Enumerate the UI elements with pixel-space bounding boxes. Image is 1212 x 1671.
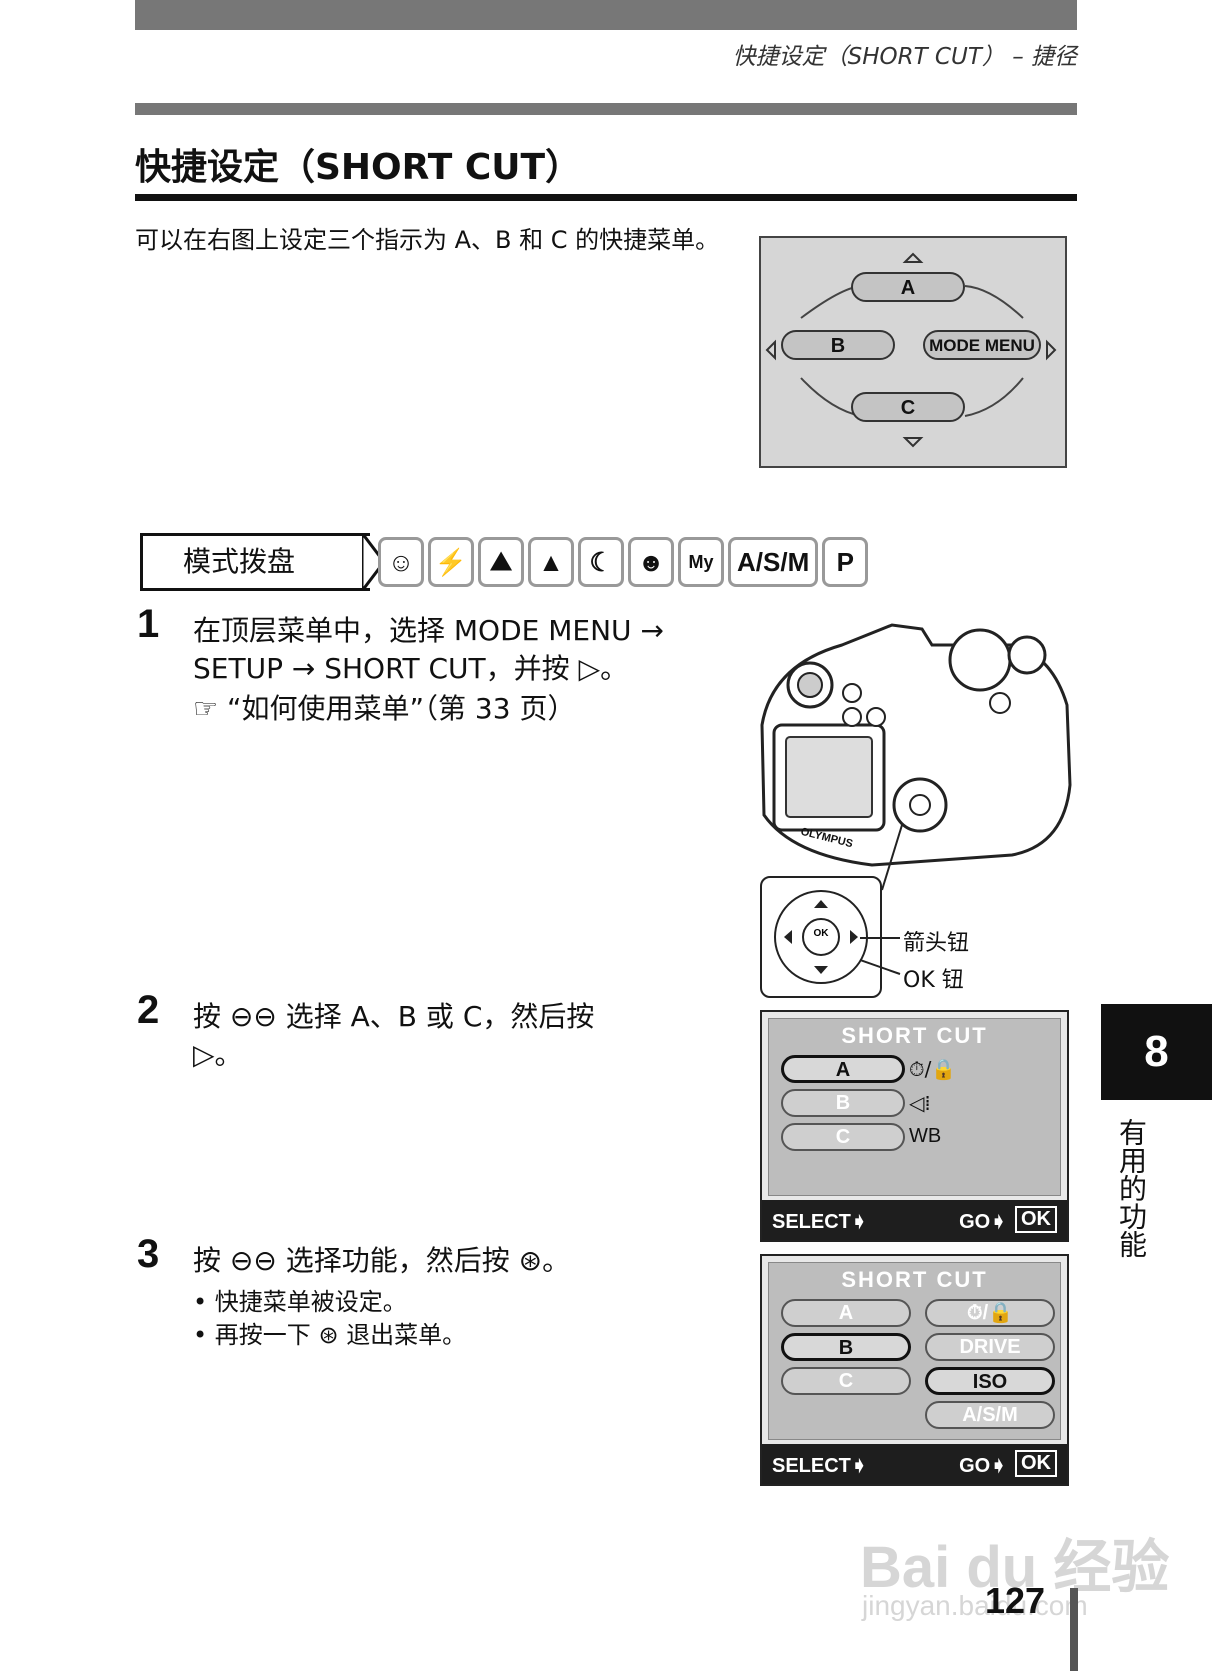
shortcut-layout-figure: A B MODE MENU C — [759, 236, 1067, 468]
step-3-bullet-1: • 快捷菜单被设定。 — [193, 1288, 407, 1316]
step-1-ref: ☞ “如何使用菜单”（第 33 页） — [193, 690, 575, 728]
step-2-text-a: 按 — [193, 1000, 222, 1033]
step-1-ref-text: “如何使用菜单”（第 33 页） — [227, 692, 576, 725]
shortcut-a: A — [851, 272, 965, 302]
intro-text: 可以在右图上设定三个指示为 A、B 和 C 的快捷菜单。 — [135, 226, 720, 254]
step-2-text-c: 。 — [214, 1038, 243, 1071]
sports-icon: ⚡ — [428, 537, 474, 587]
up-down-buttons-icon: ⊖⊖ — [229, 1244, 277, 1277]
step-3-text: 按 ⊖⊖ 选择功能，然后按 ⊛。 — [193, 1242, 570, 1280]
lcd-2-go: GO➧ — [959, 1455, 1007, 1477]
running-header: 快捷设定（SHORT CUT） – 捷径 — [732, 44, 1077, 70]
landscape-portrait-icon: ⛰ — [478, 537, 524, 587]
section-bar — [135, 103, 1077, 115]
lcd-screen-2: SHORT CUT A B C ⏱/🔒 DRIVE ISO A/S/M SELE… — [760, 1254, 1069, 1486]
step-3-bullet-1-text: 快捷菜单被设定。 — [214, 1288, 407, 1316]
chapter-label: 有用的功能 — [1115, 1118, 1148, 1258]
mode-dial-arrow — [362, 533, 386, 591]
step-3-bullet-2-text-a: 再按一下 — [214, 1321, 311, 1349]
lcd-1-value-c: WB — [909, 1125, 942, 1147]
ok-button-label: OK 钮 — [903, 968, 964, 993]
step-3-bullet-2-text-b: 退出菜单。 — [346, 1321, 467, 1349]
lcd-1-value-a: ⏱/🔒 — [909, 1057, 957, 1081]
lcd-2-select: SELECT➧ — [772, 1455, 868, 1477]
step-2-text-b: 选择 A、B 或 C，然后按 — [285, 1000, 595, 1033]
lcd-2-footer: SELECT➧ GO➧ OK — [762, 1444, 1067, 1484]
title-rule — [135, 194, 1077, 201]
lcd-1-body: SHORT CUT A B C ⏱/🔒 ◁⁞ WB — [768, 1018, 1061, 1196]
step-3-bullet-2: • 再按一下 ⊛ 退出菜单。 — [193, 1321, 467, 1349]
watermark-logo: Bai du 经验 — [860, 1535, 1170, 1600]
arrow-pad-icon: OK — [774, 890, 868, 984]
camera-illustration — [760, 623, 1072, 891]
night-scene-icon: ☾ — [578, 537, 624, 587]
lcd-2-option-4[interactable]: A/S/M — [925, 1401, 1055, 1429]
self-portrait-icon: ☻ — [628, 537, 674, 587]
lcd-2-row-b[interactable]: B — [781, 1333, 911, 1361]
page-title: 快捷设定（SHORT CUT） — [135, 147, 582, 188]
shortcut-c: C — [851, 392, 965, 422]
shortcut-b: B — [781, 330, 895, 360]
my-mode-icon: My — [678, 537, 724, 587]
step-3-text-a: 按 — [193, 1244, 222, 1277]
up-down-buttons-icon: ⊖⊖ — [229, 1000, 277, 1033]
step-1-line1: 在顶层菜单中，选择 MODE MENU → — [193, 614, 664, 647]
reference-icon: ☞ — [193, 692, 228, 725]
step-1-line2: SETUP → SHORT CUT，并按 ▷。 — [193, 650, 628, 688]
lcd-2-option-1[interactable]: ⏱/🔒 — [925, 1299, 1055, 1327]
lcd-2-row-c[interactable]: C — [781, 1367, 911, 1395]
lcd-1-row-a[interactable]: A — [781, 1055, 905, 1083]
lcd-1-row-b[interactable]: B — [781, 1089, 905, 1117]
step-3-text-b: 选择功能，然后按 — [285, 1244, 510, 1277]
ok-button-icon: ⊛ — [318, 1321, 339, 1349]
mode-dial-label: 模式拨盘 — [140, 533, 370, 591]
page-number: 127 — [985, 1580, 1046, 1621]
lcd-2-row-a[interactable]: A — [781, 1299, 911, 1327]
right-arrow-button-icon: ▷ — [578, 652, 601, 685]
step-2-text: 按 ⊖⊖ 选择 A、B 或 C，然后按 ▷。 — [193, 998, 713, 1074]
lcd-2-option-2[interactable]: DRIVE — [925, 1333, 1055, 1361]
landscape-icon: ▲ — [528, 537, 574, 587]
lcd-2-ok: OK — [1015, 1450, 1057, 1477]
lcd-1-row-c[interactable]: C — [781, 1123, 905, 1151]
arrow-button-label: 箭头钮 — [903, 931, 970, 956]
callout-lines — [860, 937, 901, 975]
step-1-line2-end: 。 — [600, 652, 629, 685]
lcd-1-title: SHORT CUT — [841, 1023, 988, 1048]
mode-menu: MODE MENU — [923, 330, 1041, 360]
lcd-1-value-b: ◁⁞ — [909, 1091, 931, 1115]
right-arrow-button-icon: ▷ — [193, 1038, 215, 1071]
lcd-2-option-3[interactable]: ISO — [925, 1367, 1055, 1395]
lcd-screen-1: SHORT CUT A B C ⏱/🔒 ◁⁞ WB SELECT➧ GO➧ OK — [760, 1010, 1069, 1242]
page-bar — [1070, 1588, 1078, 1671]
lcd-1-ok: OK — [1015, 1206, 1057, 1233]
lcd-1-go: GO➧ — [959, 1211, 1007, 1233]
svg-text:OK: OK — [814, 928, 830, 939]
step-1-number: 1 — [137, 602, 160, 646]
ok-button-icon: ⊛ — [518, 1244, 543, 1277]
lcd-2-body: SHORT CUT A B C ⏱/🔒 DRIVE ISO A/S/M — [768, 1262, 1061, 1440]
mode-icons: ☺ ⚡ ⛰ ▲ ☾ ☻ My A/S/M P — [378, 537, 869, 587]
lcd-2-title: SHORT CUT — [841, 1267, 988, 1292]
watermark-url: jingyan.baidu.com — [862, 1590, 1088, 1621]
step-1-line2-text: SETUP → SHORT CUT，并按 — [193, 652, 570, 685]
p-mode: P — [822, 537, 869, 587]
chapter-tab: 8 — [1101, 1004, 1212, 1100]
lcd-1-footer: SELECT➧ GO➧ OK — [762, 1200, 1067, 1240]
lcd-1-select: SELECT➧ — [772, 1211, 868, 1233]
step-3-text-c: 。 — [542, 1244, 571, 1277]
step-2-number: 2 — [137, 988, 160, 1032]
header-bar — [135, 0, 1077, 30]
portrait-icon: ☺ — [378, 537, 424, 587]
asm-mode: A/S/M — [728, 537, 819, 587]
step-3-number: 3 — [137, 1232, 160, 1276]
